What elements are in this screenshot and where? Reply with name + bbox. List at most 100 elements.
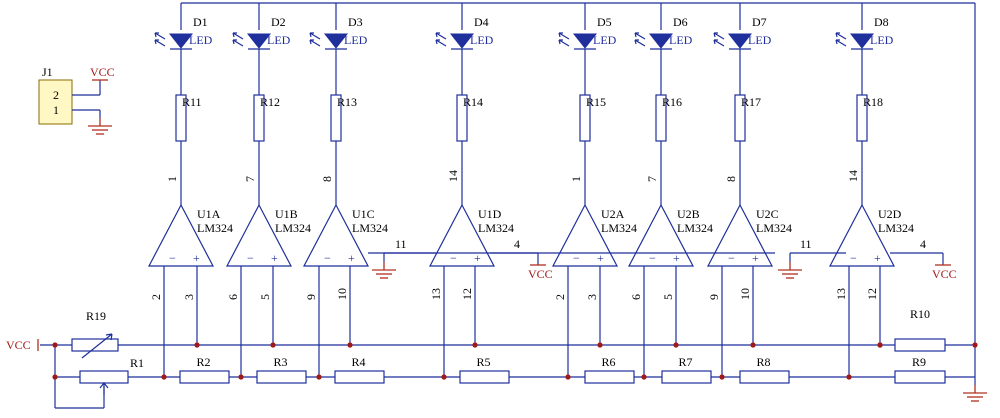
opamp-ref: U2B — [677, 207, 700, 221]
resistor-divider — [661, 370, 712, 384]
light-arrow-icon — [835, 32, 847, 40]
opamp-part: LM324 — [677, 221, 713, 235]
opamp-plus-symbol: + — [193, 251, 200, 265]
opamp-noninv-pin: 3 — [182, 294, 196, 300]
connector-pin-bottom: 1 — [53, 103, 59, 117]
opamp-part: LM324 — [878, 221, 914, 235]
led-ref: D8 — [874, 15, 889, 29]
r1-ref: R1 — [130, 356, 144, 370]
light-arrow-icon — [835, 39, 847, 47]
led-diode-icon — [648, 33, 674, 49]
opamp-out-pin: 1 — [165, 176, 179, 182]
light-arrow-icon — [558, 32, 570, 40]
vcc-pin: 4 — [514, 237, 520, 251]
led-resistor-ref: R18 — [863, 95, 883, 109]
divider-resistor-ref: R2 — [197, 355, 211, 369]
light-arrow-icon — [154, 39, 166, 47]
led-ref: D7 — [752, 15, 767, 29]
vcc-pin: 4 — [920, 237, 926, 251]
opamp-inv-pin: 9 — [304, 294, 318, 300]
ground-symbol — [963, 385, 987, 402]
led-diode-icon — [727, 33, 753, 49]
light-arrow-icon — [232, 32, 244, 40]
opamp-noninv-pin: 12 — [460, 288, 474, 300]
resistor-divider — [179, 370, 230, 384]
opamp-inv-pin: 2 — [149, 294, 163, 300]
resistor-r10 — [894, 338, 946, 352]
opamp-out-pin: 14 — [846, 170, 860, 182]
opamp-noninv-pin: 12 — [865, 288, 879, 300]
led-value: LED — [470, 33, 494, 47]
light-arrow-icon — [435, 32, 447, 40]
led-ref: D4 — [474, 15, 489, 29]
led-diode-icon — [849, 33, 875, 49]
junction-dot — [472, 342, 478, 348]
opamp-out-pin: 14 — [446, 170, 460, 182]
resistor-divider — [894, 370, 946, 384]
junction-dot — [597, 342, 603, 348]
connector-body — [38, 79, 73, 125]
led-resistor-ref: R14 — [463, 95, 483, 109]
junction-dot — [719, 374, 725, 380]
led-value: LED — [669, 33, 693, 47]
opamp-plus-symbol: + — [752, 251, 759, 265]
junction-dot — [750, 342, 756, 348]
divider-resistor-ref: R7 — [679, 355, 693, 369]
opamp-minus-symbol: − — [573, 251, 580, 265]
junction-dot — [846, 374, 852, 380]
led-diode-icon — [449, 33, 475, 49]
led-diode-icon — [246, 33, 272, 49]
opamp-noninv-pin: 3 — [585, 294, 599, 300]
vcc-label: VCC — [932, 267, 957, 281]
opamp-triangle — [303, 203, 369, 267]
led-ref: D5 — [597, 15, 612, 29]
opamp-part: LM324 — [275, 221, 311, 235]
opamp-minus-symbol: − — [850, 251, 857, 265]
opamp-out-pin: 7 — [243, 176, 257, 182]
light-arrow-icon — [309, 32, 321, 40]
opamp-part: LM324 — [197, 221, 233, 235]
resistor-divider — [584, 370, 635, 384]
opamp-triangle — [707, 203, 773, 267]
opamp-plus-symbol: + — [348, 251, 355, 265]
ground-symbol — [88, 118, 112, 135]
opamp-noninv-pin: 10 — [738, 288, 752, 300]
led-resistor-ref: R11 — [182, 95, 202, 109]
opamp-part: LM324 — [352, 221, 388, 235]
divider-resistor-ref: R5 — [477, 355, 491, 369]
opamp-minus-symbol: − — [649, 251, 656, 265]
resistor-r19 — [71, 338, 119, 352]
opamp-inv-pin: 6 — [226, 294, 240, 300]
ground-symbol — [372, 262, 396, 279]
vcc-input-label: VCC — [6, 338, 31, 352]
junction-dot — [441, 374, 447, 380]
led-ref: D2 — [271, 15, 286, 29]
resistor-divider — [256, 370, 307, 384]
junction-dot — [673, 342, 679, 348]
opamp-plus-symbol: + — [874, 251, 881, 265]
opamp-out-pin: 1 — [569, 176, 583, 182]
connector-pin-top: 2 — [53, 88, 59, 102]
opamp-inv-pin: 13 — [834, 288, 848, 300]
opamp-plus-symbol: + — [474, 251, 481, 265]
variable-arrow-icon — [81, 333, 113, 359]
opamp-triangle — [628, 203, 694, 267]
opamp-ref: U1B — [275, 207, 298, 221]
light-arrow-icon — [154, 32, 166, 40]
junction-dot — [316, 374, 322, 380]
connector-vcc-label: VCC — [90, 65, 115, 79]
opamp-ref: U2C — [756, 207, 779, 221]
led-ref: D6 — [673, 15, 688, 29]
led-ref: D3 — [348, 15, 363, 29]
resistor-divider — [739, 370, 790, 384]
